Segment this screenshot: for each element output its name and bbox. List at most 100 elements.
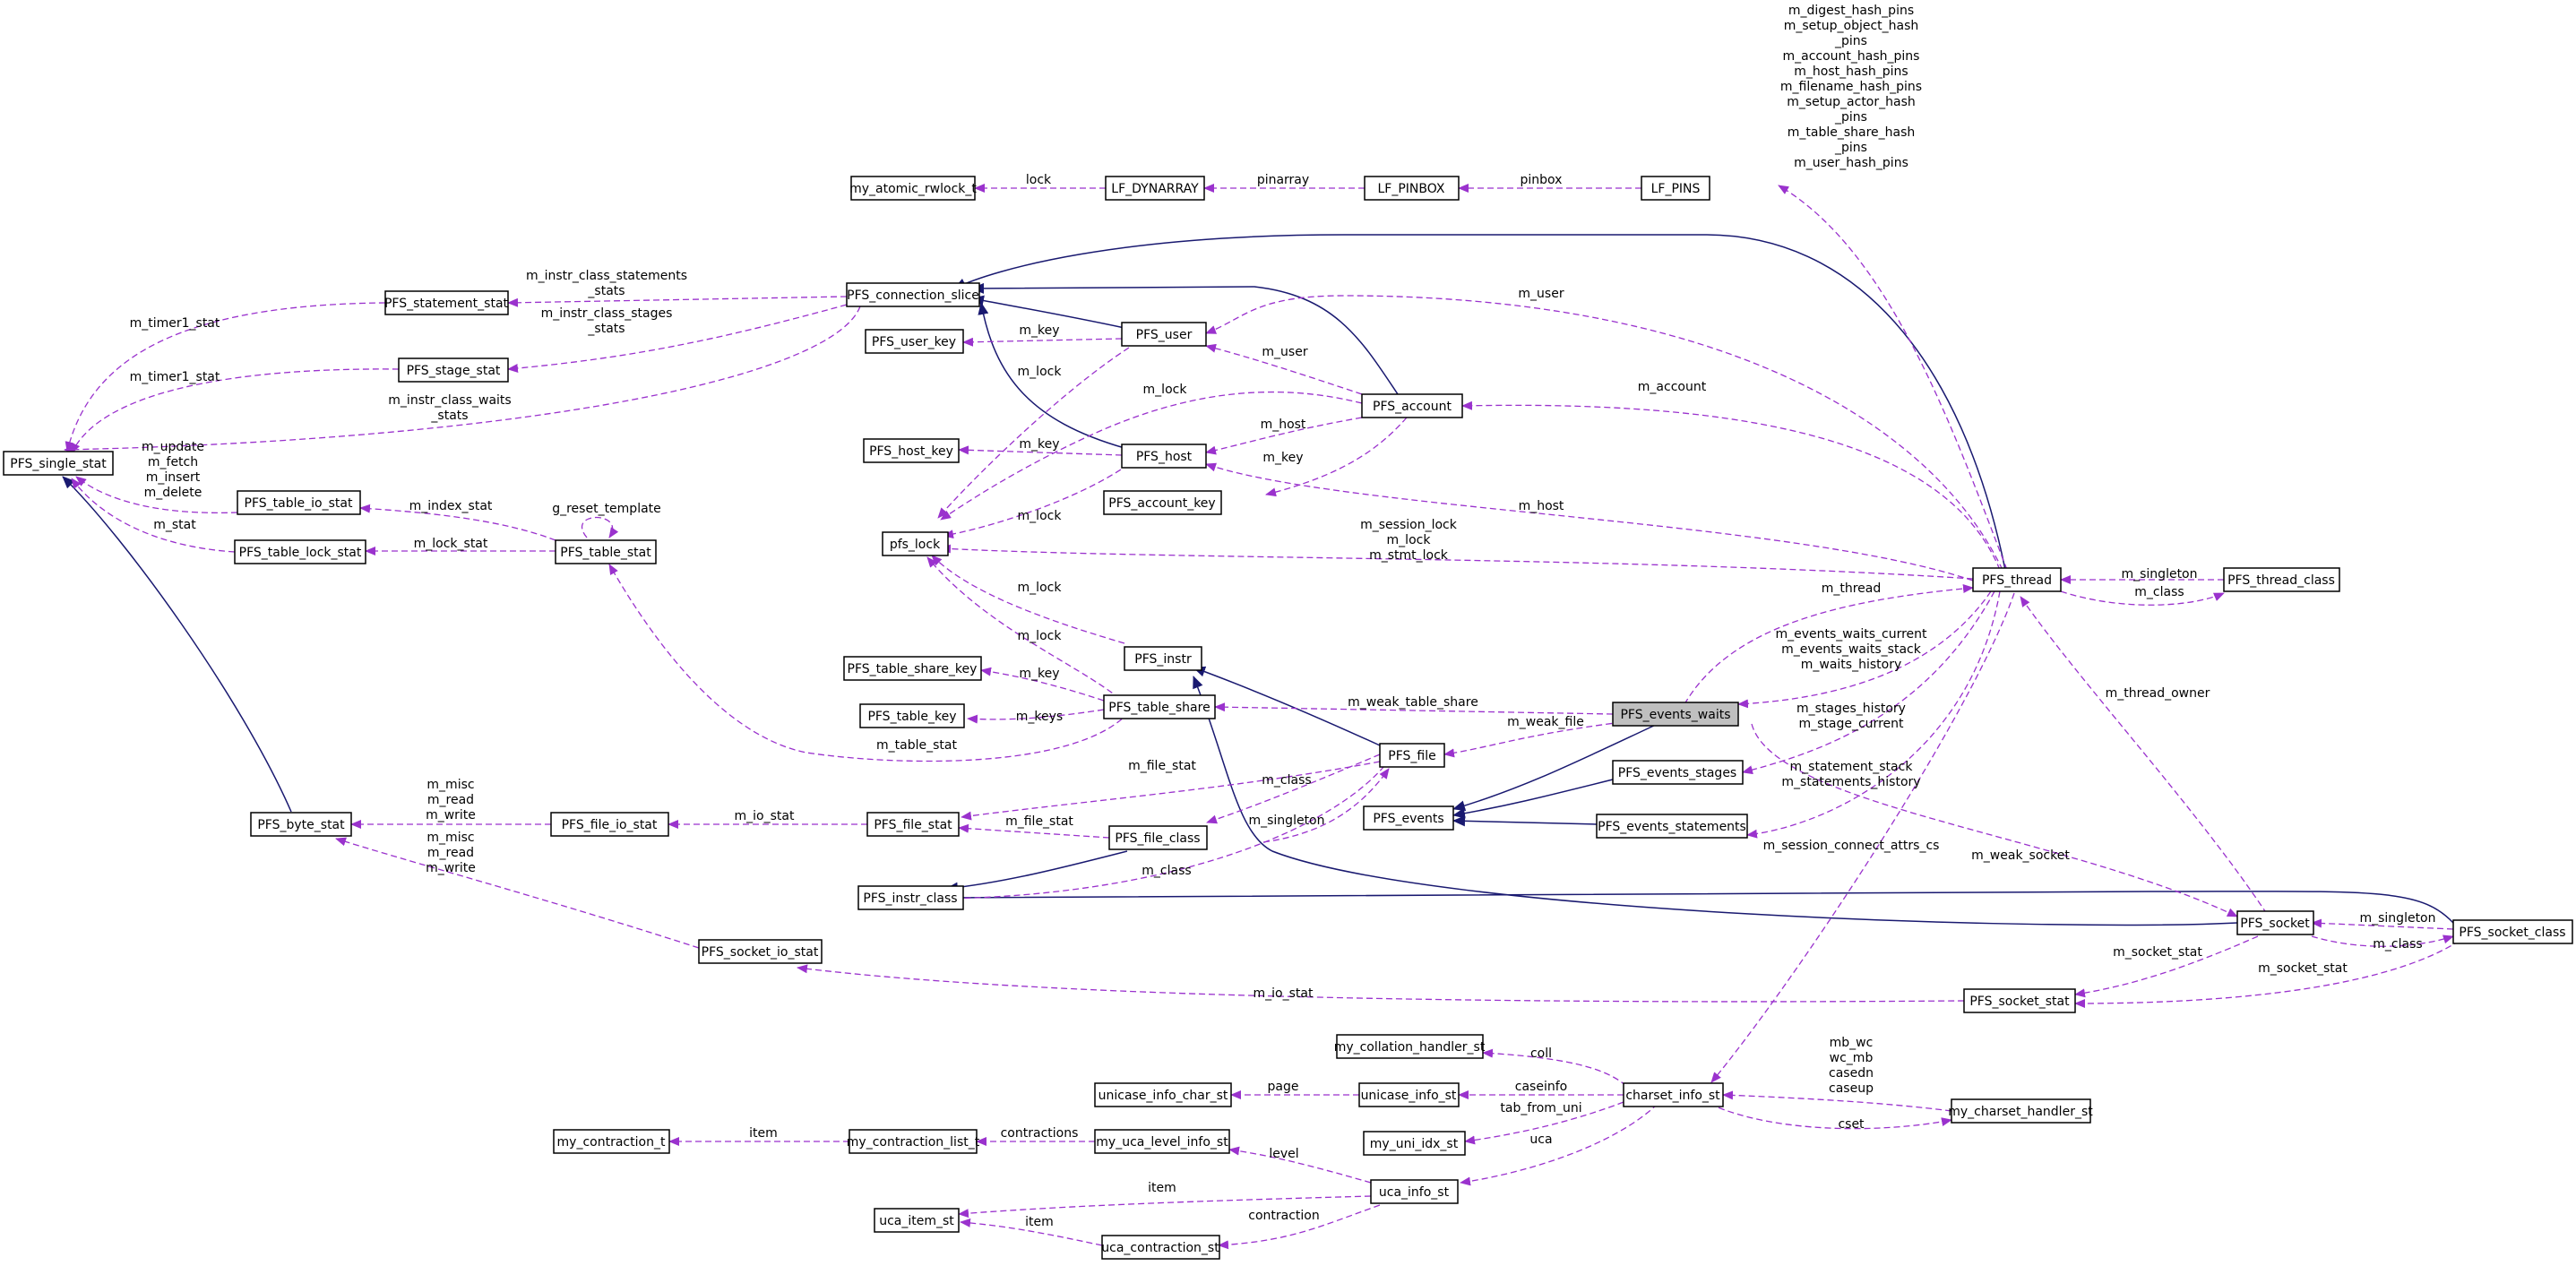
svg-text:PFS_table_lock_stat: PFS_table_lock_stat xyxy=(239,546,362,560)
node-my-uca-level-info-st[interactable]: my_uca_level_info_st xyxy=(1094,1129,1230,1154)
edge-file-class-file xyxy=(1206,754,1381,824)
label-m-account: m_account xyxy=(1638,380,1707,394)
node-pfs-connection-slice[interactable]: PFS_connection_slice xyxy=(846,282,980,307)
node-pfs-events[interactable]: PFS_events xyxy=(1363,805,1454,831)
node-unicase-info-char-st[interactable]: unicase_info_char_st xyxy=(1094,1082,1232,1107)
edge-thread-lock xyxy=(940,544,1974,580)
node-lf-pins[interactable]: LF_PINS xyxy=(1641,176,1710,201)
edge-user-key xyxy=(962,337,1123,347)
node-pfs-instr[interactable]: PFS_instr xyxy=(1124,646,1202,671)
edge-socketstat-socketio xyxy=(797,964,1965,1003)
node-my-atomic-rwlock-t[interactable]: my_atomic_rwlock_t xyxy=(849,176,977,201)
node-my-uni-idx-st[interactable]: my_uni_idx_st xyxy=(1363,1131,1466,1156)
node-pfs-events-stages[interactable]: PFS_events_stages xyxy=(1612,760,1744,785)
node-pfs-socket-io-stat[interactable]: PFS_socket_io_stat xyxy=(698,939,823,964)
node-pfs-events-statements[interactable]: PFS_events_statements xyxy=(1596,814,1748,839)
edge-thread-waits xyxy=(1737,590,1992,709)
label-m-stat: m_stat xyxy=(153,518,196,532)
label-m-class-socket: m_class xyxy=(2373,937,2422,952)
edge-file-class-instr-class xyxy=(945,850,1128,893)
label-page: page xyxy=(1268,1080,1299,1094)
node-pfs-table-share-key[interactable]: PFS_table_share_key xyxy=(843,656,982,681)
node-uca-contraction-st[interactable]: uca_contraction_st xyxy=(1101,1235,1220,1260)
node-charset-info-st[interactable]: charset_info_st xyxy=(1623,1082,1724,1107)
node-pfs-single-stat[interactable]: PFS_single_stat xyxy=(3,451,114,476)
node-pfs-socket[interactable]: PFS_socket xyxy=(2236,910,2314,935)
edge-user-lock xyxy=(937,347,1130,519)
node-unicase-info-st[interactable]: unicase_info_st xyxy=(1358,1082,1460,1107)
node-pfs-table-stat[interactable]: PFS_table_stat xyxy=(555,539,657,564)
label-m-io-stat-socket: m_io_stat xyxy=(1254,986,1314,1001)
node-pfs-statement-stat[interactable]: PFS_statement_stat xyxy=(384,290,509,315)
node-my-charset-handler-st[interactable]: my_charset_handler_st xyxy=(1948,1098,2093,1124)
label-lock-instr: m_lock xyxy=(1018,581,1063,595)
node-pfs-table-io-stat[interactable]: PFS_table_io_stat xyxy=(237,490,361,515)
node-pfs-file-class[interactable]: PFS_file_class xyxy=(1108,825,1208,850)
node-pfs-account-key[interactable]: PFS_account_key xyxy=(1103,490,1222,515)
node-pfs-socket-class[interactable]: PFS_socket_class xyxy=(2452,919,2573,944)
node-pfs-thread-class[interactable]: PFS_thread_class xyxy=(2223,567,2340,592)
node-my-contraction-list-t[interactable]: my_contraction_list_t xyxy=(847,1129,980,1154)
edge-thread-statements xyxy=(1746,590,2001,839)
edge-host-lock xyxy=(943,463,1130,539)
label-m-lock-stat: m_lock_stat xyxy=(414,537,488,551)
node-pfs-instr-class[interactable]: PFS_instr_class xyxy=(857,885,964,910)
svg-text:PFS_byte_stat: PFS_byte_stat xyxy=(257,818,345,832)
label-contraction: contraction xyxy=(1248,1209,1319,1223)
svg-text:uca_item_st: uca_item_st xyxy=(879,1214,954,1228)
label-lock-user: m_lock xyxy=(1018,365,1063,379)
label-level: level xyxy=(1269,1147,1298,1161)
node-pfs-host-key[interactable]: PFS_host_key xyxy=(863,438,960,463)
node-pfs-thread[interactable]: PFS_thread xyxy=(1972,567,2062,592)
label-m-singleton-thread: m_singleton xyxy=(2121,567,2197,581)
node-pfs-lock[interactable]: pfs_lock xyxy=(882,531,949,556)
svg-text:PFS_events_stages: PFS_events_stages xyxy=(1618,766,1736,780)
edge-account-user xyxy=(1205,343,1363,395)
label-item-contr2: item xyxy=(1025,1215,1054,1229)
edge-socket-thread xyxy=(2020,596,2268,915)
node-pfs-socket-stat[interactable]: PFS_socket_stat xyxy=(1963,988,2076,1013)
edge-tablestat-io xyxy=(359,504,556,541)
node-pfs-table-key[interactable]: PFS_table_key xyxy=(859,703,965,728)
label-contractions: contractions xyxy=(1001,1126,1079,1141)
node-pfs-table-share[interactable]: PFS_table_share xyxy=(1103,694,1216,719)
label-cset: cset xyxy=(1838,1117,1865,1132)
svg-text:LF_PINBOX: LF_PINBOX xyxy=(1378,182,1445,196)
edge-account-lock xyxy=(940,391,1363,521)
label-lock-host: m_lock xyxy=(1018,509,1063,523)
node-uca-info-st[interactable]: uca_info_st xyxy=(1370,1179,1459,1204)
edge-fileclass-filestat xyxy=(958,823,1110,839)
node-pfs-table-lock-stat[interactable]: PFS_table_lock_stat xyxy=(234,539,366,564)
label-m-user-acc: m_user xyxy=(1262,345,1307,359)
edge-thread-thread-class xyxy=(2060,590,2225,606)
node-lf-dynarray[interactable]: LF_DYNARRAY xyxy=(1105,176,1205,201)
edge-socketclass-socketstat xyxy=(2074,940,2460,1008)
node-pfs-file[interactable]: PFS_file xyxy=(1379,743,1445,768)
node-uca-item-st[interactable]: uca_item_st xyxy=(874,1208,960,1233)
node-pfs-user[interactable]: PFS_user xyxy=(1121,322,1207,347)
svg-text:PFS_socket_io_stat: PFS_socket_io_stat xyxy=(702,945,819,960)
label-key-user: m_key xyxy=(1019,323,1059,338)
label-m-socket-stat-a: m_socket_stat xyxy=(2113,945,2202,960)
svg-text:unicase_info_char_st: unicase_info_char_st xyxy=(1098,1089,1228,1103)
node-my-contraction-t[interactable]: my_contraction_t xyxy=(553,1129,670,1154)
label-key-acc: m_key xyxy=(1262,451,1303,465)
node-pfs-stage-stat[interactable]: PFS_stage_stat xyxy=(398,357,509,383)
node-pfs-events-waits[interactable]: PFS_events_waits xyxy=(1612,702,1739,727)
edge-file-filestat xyxy=(961,761,1381,821)
label-m-thread-owner: m_thread_owner xyxy=(2106,686,2210,701)
node-pfs-file-io-stat[interactable]: PFS_file_io_stat xyxy=(550,812,669,837)
node-pfs-host[interactable]: PFS_host xyxy=(1121,444,1207,469)
node-pfs-file-stat[interactable]: PFS_file_stat xyxy=(866,812,960,837)
label-wait-stats: m_instr_class_waits_stats xyxy=(388,393,511,423)
node-pfs-account[interactable]: PFS_account xyxy=(1361,393,1463,418)
node-lf-pinbox[interactable]: LF_PINBOX xyxy=(1364,176,1460,201)
edge-stmt-slice xyxy=(507,296,848,307)
node-pfs-user-key[interactable]: PFS_user_key xyxy=(865,329,964,354)
svg-text:PFS_connection_slice: PFS_connection_slice xyxy=(847,289,979,303)
svg-text:uca_contraction_st: uca_contraction_st xyxy=(1101,1241,1219,1255)
node-pfs-byte-stat[interactable]: PFS_byte_stat xyxy=(250,812,352,837)
node-my-collation-handler-st[interactable]: my_collation_handler_st xyxy=(1334,1034,1486,1059)
